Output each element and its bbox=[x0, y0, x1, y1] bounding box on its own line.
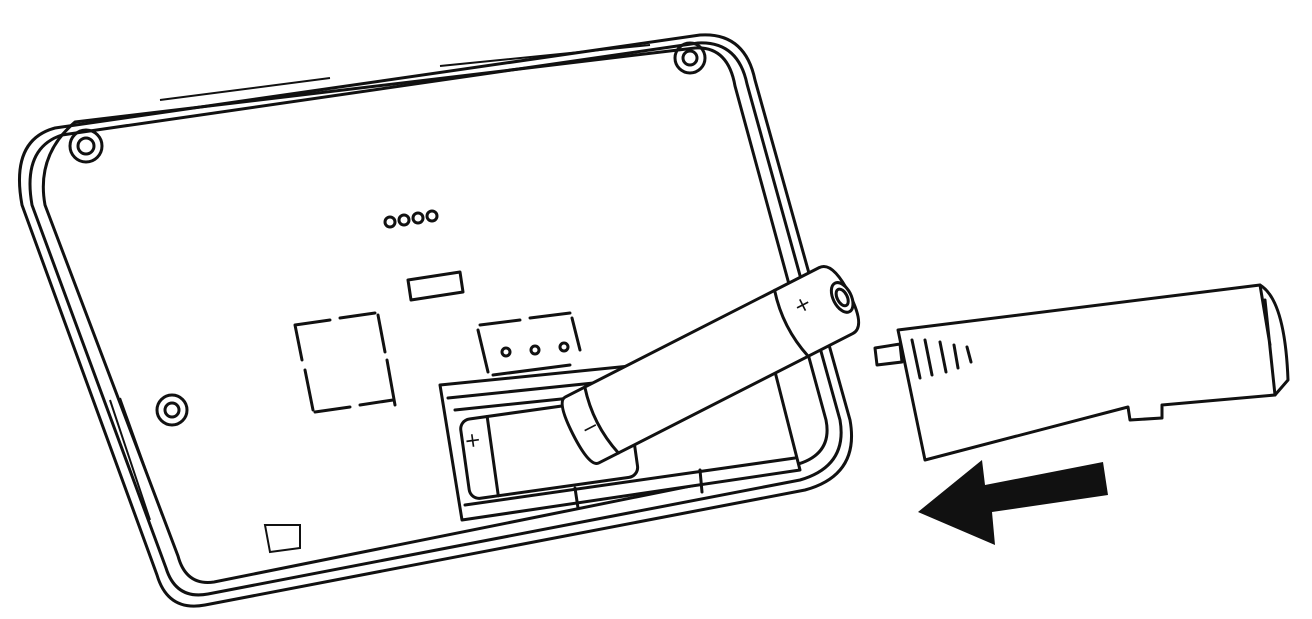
screw-hole-icon bbox=[155, 393, 189, 427]
knockout-square bbox=[476, 311, 582, 377]
screw-hole-icon bbox=[673, 41, 707, 75]
plus-sign: + bbox=[463, 427, 483, 453]
screw-hole-icon bbox=[68, 128, 104, 164]
slot bbox=[406, 270, 465, 302]
knockout-square bbox=[293, 311, 397, 414]
battery-loose: − + bbox=[560, 265, 861, 465]
vent-holes bbox=[383, 209, 439, 229]
slide-direction-arrow-icon bbox=[918, 460, 1108, 545]
battery-cover bbox=[873, 283, 1290, 462]
